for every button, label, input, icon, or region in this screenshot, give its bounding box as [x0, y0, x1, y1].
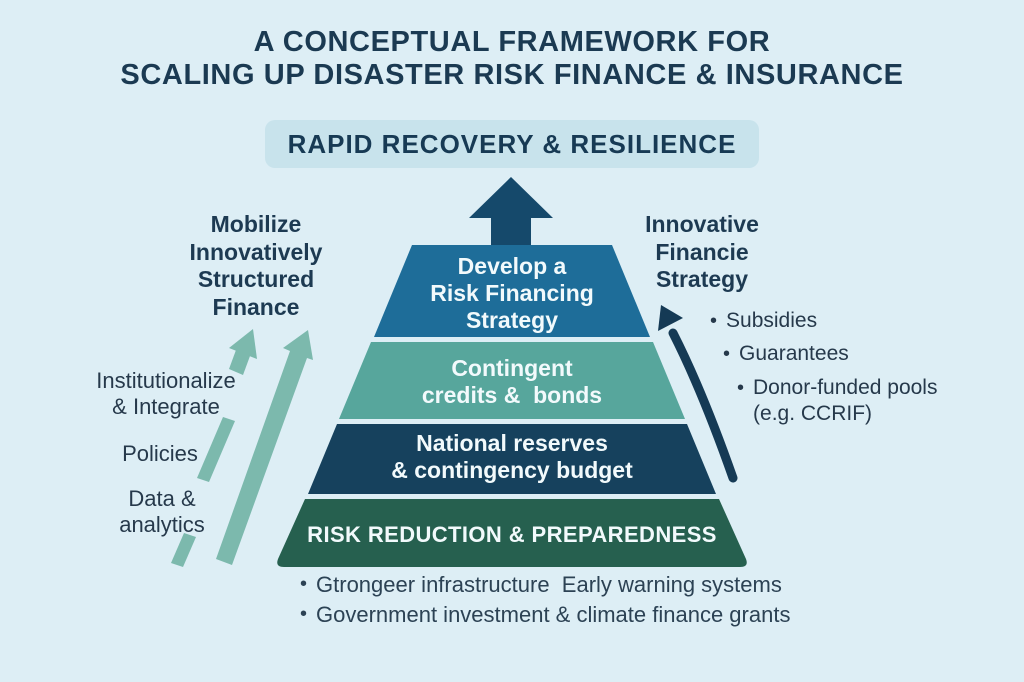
right-heading: Innovative Financie Strategy	[645, 211, 759, 292]
curved-arrow-icon	[668, 328, 738, 483]
footer-bullet-1: • Gtrongeer infrastructure Early warning…	[300, 571, 782, 598]
teal-arrow-dashed-segment-1	[197, 417, 235, 482]
left-item-institutionalize: Institutionalize & Integrate	[96, 368, 236, 419]
teal-arrow-solid-icon	[216, 330, 313, 565]
pyramid-tier-4	[277, 499, 747, 567]
left-heading: Mobilize Innovatively Structured Finance	[189, 211, 323, 320]
right-bullet-donor-pools-text: Donor-funded pools (e.g. CCRIF)	[753, 376, 938, 425]
left-item-policies: Policies	[122, 441, 198, 466]
teal-arrow-dashed-head-icon	[229, 329, 257, 359]
teal-arrow-dashed-segment-2	[171, 533, 196, 567]
pyramid-tier-3	[308, 424, 716, 494]
footer-bullet-2: • Government investment & climate financ…	[300, 601, 790, 628]
footer-bullet-1-text: Gtrongeer infrastructure Early warning s…	[316, 572, 782, 597]
footer-bullet-2-text: Government investment & climate finance …	[316, 602, 791, 627]
bullet-dot-icon: •	[737, 377, 745, 399]
pyramid-tier-1	[374, 245, 650, 337]
right-bullet-subsidies: • Subsidies	[710, 308, 817, 334]
curved-arrow-head-icon	[658, 305, 683, 331]
bullet-dot-icon: •	[710, 310, 718, 332]
bullet-dot-icon: •	[300, 603, 308, 625]
up-arrow-icon	[469, 177, 553, 248]
right-bullet-guarantees-text: Guarantees	[739, 342, 849, 365]
page-title: A CONCEPTUAL FRAMEWORK FOR SCALING UP DI…	[0, 26, 1024, 92]
right-bullet-subsidies-text: Subsidies	[726, 309, 818, 332]
tier-4-label: RISK REDUCTION & PREPAREDNESS	[307, 522, 717, 547]
left-item-data-analytics: Data & analytics	[119, 486, 205, 537]
tier-3-label: National reserves & contingency budget	[391, 430, 633, 483]
right-bullet-donor-pools: • Donor-funded pools (e.g. CCRIF)	[737, 375, 937, 427]
bullet-dot-icon: •	[723, 343, 731, 365]
banner-box	[265, 120, 759, 168]
title-line-2: SCALING UP DISASTER RISK FINANCE & INSUR…	[120, 59, 904, 91]
title-line-1: A CONCEPTUAL FRAMEWORK FOR	[253, 26, 771, 58]
tier-2-label: Contingent credits & bonds	[421, 355, 603, 408]
teal-arrow-dashed-stub	[229, 350, 250, 375]
tier-1-label: Develop a Risk Financing Strategy	[430, 253, 594, 333]
bullet-dot-icon: •	[300, 573, 308, 595]
banner-label: RAPID RECOVERY & RESILIENCE	[287, 129, 737, 159]
right-bullet-guarantees: • Guarantees	[723, 341, 849, 367]
pyramid-tier-2	[339, 342, 685, 419]
